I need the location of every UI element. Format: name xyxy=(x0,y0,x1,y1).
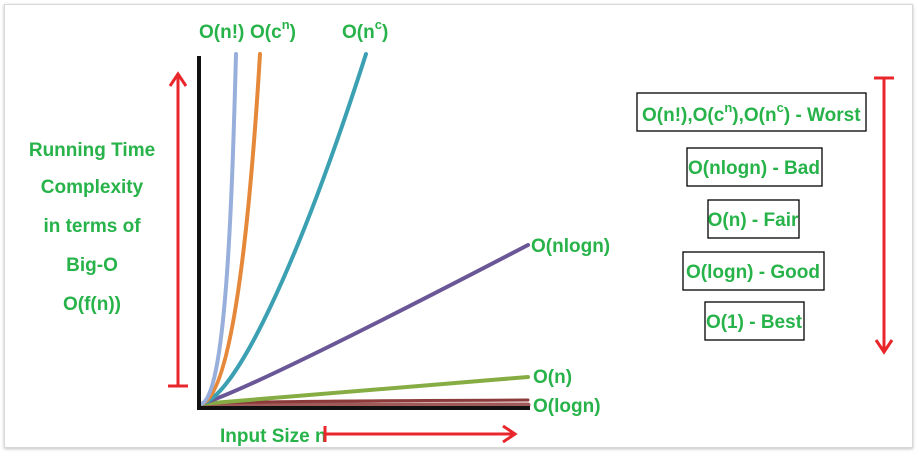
legend-worst-text: O(n!),O(cn),O(nc) - Worst xyxy=(642,100,861,126)
legend-red-arrow xyxy=(874,76,894,355)
y-axis-title: Running Time Complexity in terms of Big-… xyxy=(29,140,155,315)
legend-best: O(1) - Best xyxy=(704,301,805,341)
curve-polynomial xyxy=(198,52,368,406)
chart-axes xyxy=(197,56,530,410)
legend-bad-text: O(nlogn) - Bad xyxy=(688,158,820,179)
x-axis-title: Input Size n xyxy=(220,426,327,447)
label-logn: O(logn) xyxy=(533,396,601,417)
y-title-line-3: in terms of xyxy=(43,216,141,237)
x-axis-red-arrow xyxy=(323,424,518,444)
curve-factorial xyxy=(198,52,238,406)
label-nlogn: O(nlogn) xyxy=(531,236,610,257)
y-title-line-4: Big-O xyxy=(66,255,118,276)
legend-bad: O(nlogn) - Bad xyxy=(686,147,823,187)
label-polynomial: O(nc) xyxy=(342,17,388,43)
y-title-line-5: O(f(n)) xyxy=(63,294,121,315)
y-title-line-1: Running Time xyxy=(29,140,155,161)
complexity-curves xyxy=(197,52,531,408)
y-title-line-2: Complexity xyxy=(41,177,144,198)
legend-worst: O(n!),O(cn),O(nc) - Worst xyxy=(636,92,867,132)
curve-nlogn xyxy=(198,243,530,406)
legend-fair-text: O(n) - Fair xyxy=(708,210,799,231)
legend-fair: O(n) - Fair xyxy=(707,199,800,239)
label-factorial: O(n!) xyxy=(199,22,244,43)
curve-linear xyxy=(198,375,530,406)
y-axis-red-arrow xyxy=(168,71,188,388)
legend: O(n!),O(cn),O(nc) - Worst O(nlogn) - Bad… xyxy=(636,92,867,341)
legend-good-text: O(logn) - Good xyxy=(686,262,820,283)
curve-exponential xyxy=(198,52,262,406)
label-linear: O(n) xyxy=(533,367,572,388)
legend-good: O(logn) - Good xyxy=(682,251,825,291)
legend-best-text: O(1) - Best xyxy=(706,312,803,333)
label-exponential: O(cn) xyxy=(250,17,296,43)
